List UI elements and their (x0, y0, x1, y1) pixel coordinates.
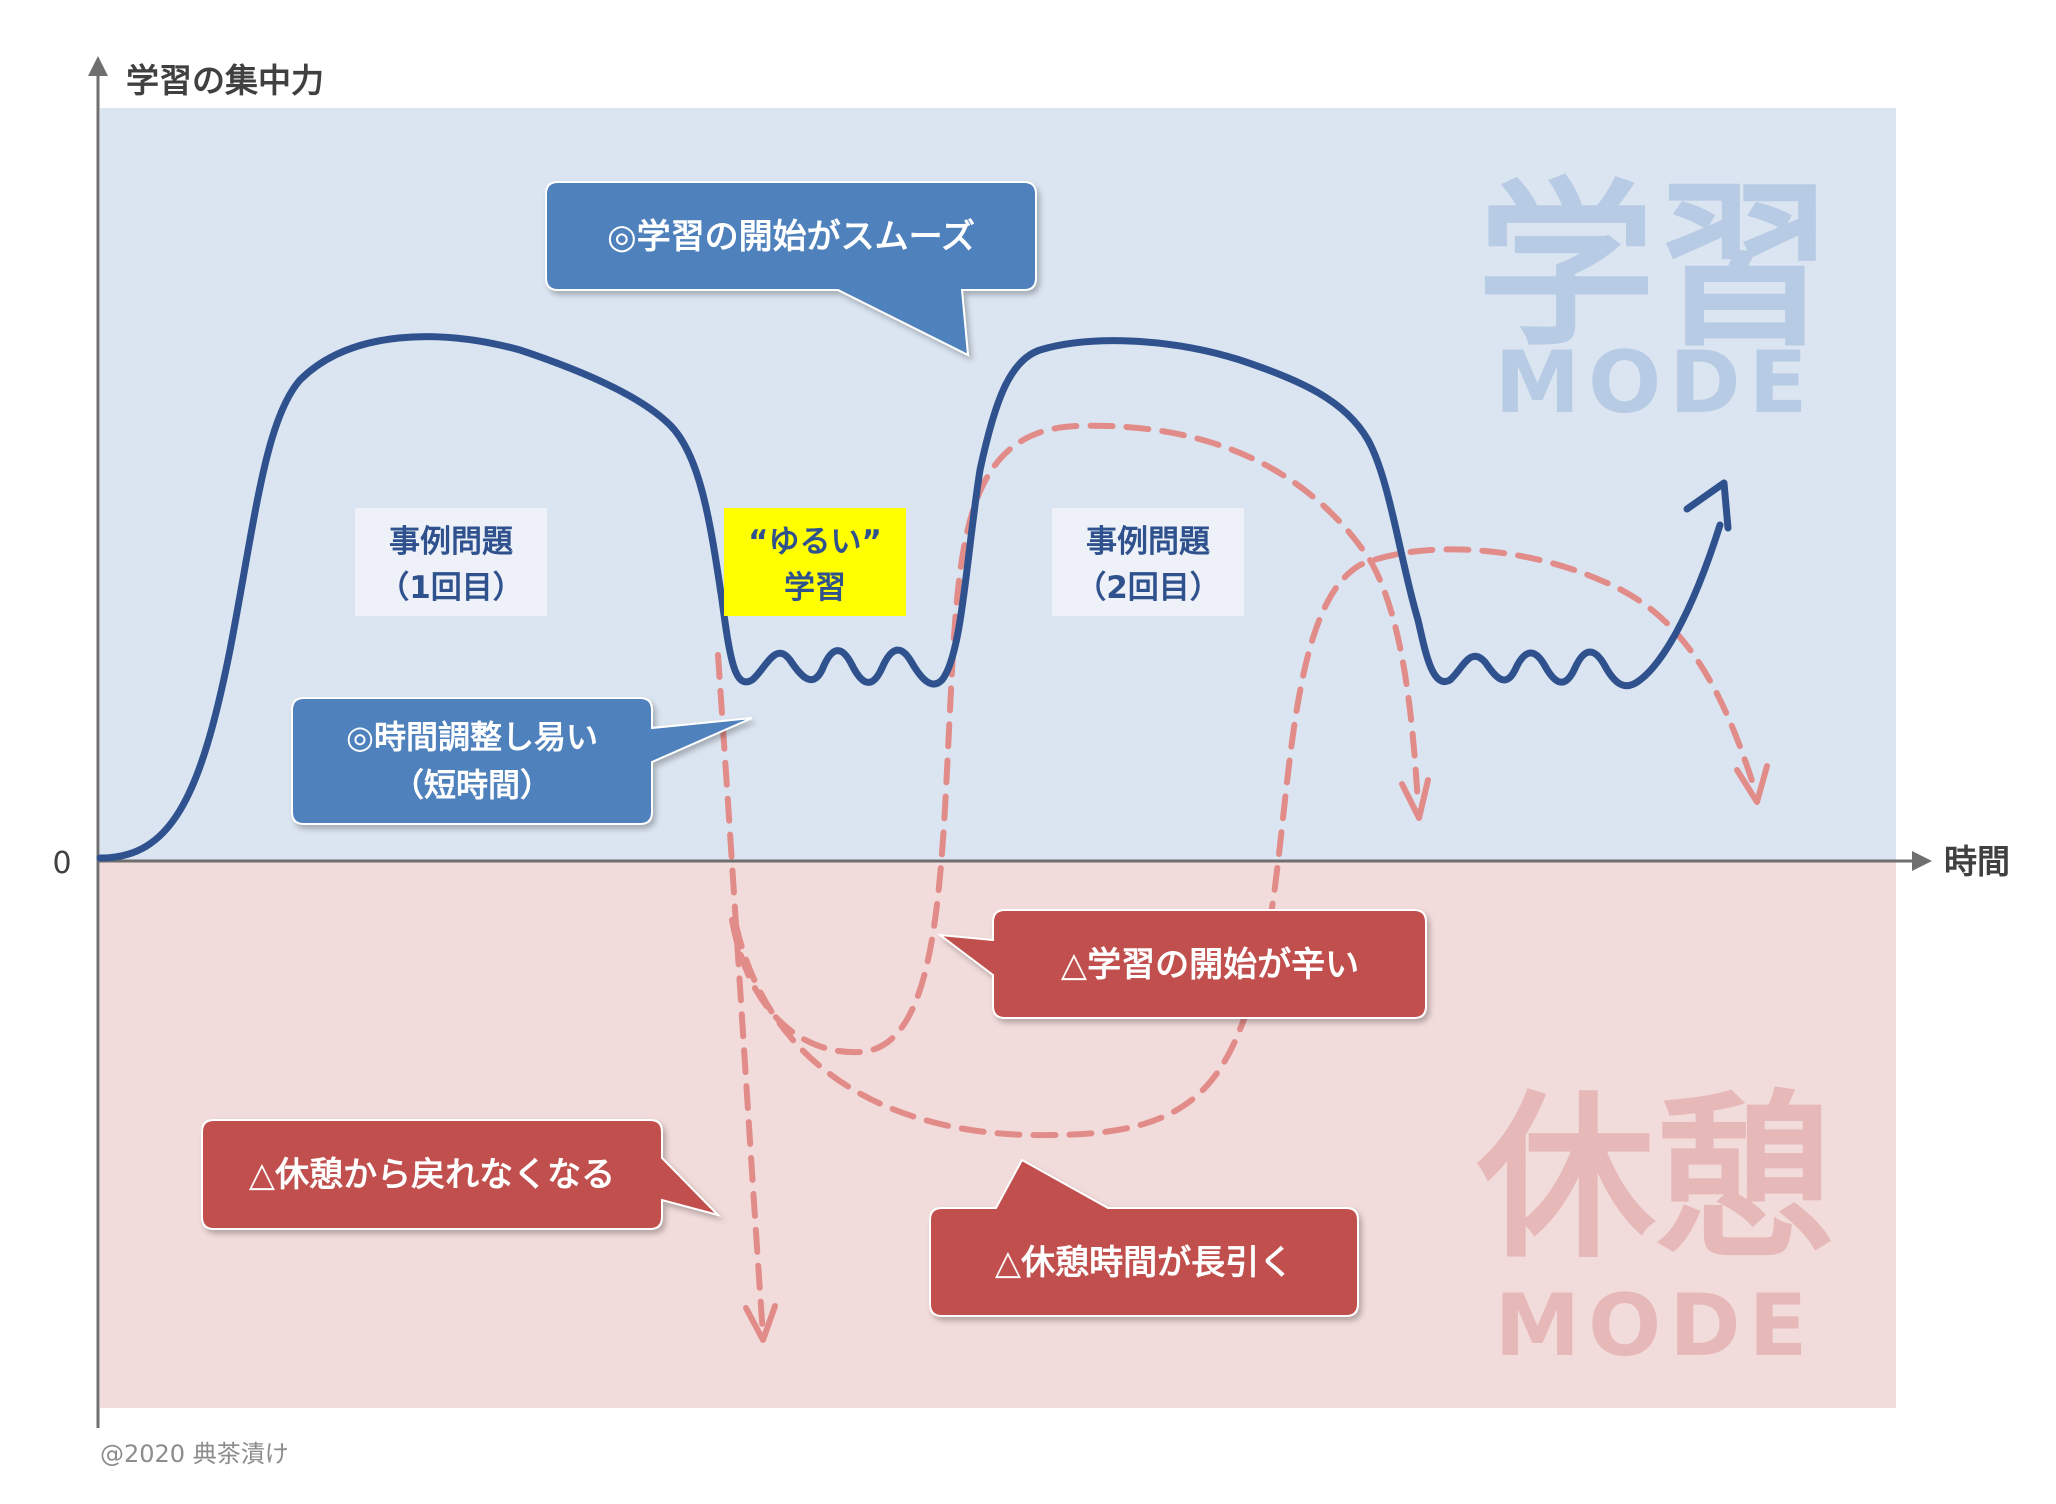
arrowhead-down-3 (1734, 763, 1770, 805)
segment-second-line1: 事例問題 (1086, 524, 1210, 560)
callout-adjust-time (291, 697, 753, 825)
segment-loose-line1: “ゆるい” (748, 524, 882, 560)
segment-first-line1: 事例問題 (389, 524, 513, 560)
rest-zone-title: 休憩 (1476, 1075, 1833, 1282)
arrowhead-down-1 (743, 1303, 778, 1343)
callout-smooth-start (545, 181, 1037, 357)
callout-cant-return-text: △休憩から戻れなくなる (249, 1155, 615, 1195)
segment-loose-line2: 学習 (784, 570, 846, 606)
callout-smooth-start-bubble (545, 181, 1037, 357)
red-arrowheads (743, 763, 1770, 1343)
callout-adjust-time-line1: ◎時間調整し易い (346, 718, 598, 756)
focus-curve-arrowhead (1683, 479, 1732, 532)
arrowhead-down-2 (1399, 777, 1431, 821)
callout-hard-start (936, 909, 1427, 1019)
callout-cant-return-bubble (201, 1119, 722, 1230)
focus-curve (96, 333, 1724, 862)
origin-label: 0 (52, 846, 71, 881)
segment-loose-box (724, 508, 906, 616)
callout-cant-return (201, 1119, 722, 1230)
dashed-path-long-break (733, 546, 1758, 1139)
callout-smooth-start-text: ◎学習の開始がスムーズ (607, 217, 975, 257)
copyright-footer: @2020 典茶漬け (100, 1440, 289, 1468)
y-axis-arrowhead (88, 56, 108, 76)
callout-adjust-time-line2: （短時間） (392, 766, 552, 804)
segment-second-box (1052, 508, 1244, 616)
dashed-path-cant-return (715, 652, 766, 1338)
segment-second-line2: （2回目） (1075, 570, 1221, 606)
callout-adjust-time-bubble (291, 697, 753, 825)
x-axis-arrowhead (1912, 851, 1932, 871)
study-zone-subtitle: MODE (1495, 333, 1816, 433)
rest-zone-subtitle: MODE (1495, 1276, 1816, 1376)
x-axis-label: 時間 (1944, 842, 2010, 881)
callout-long-break (929, 1158, 1359, 1317)
y-axis-label: 学習の集中力 (126, 61, 324, 100)
callout-long-break-bubble (929, 1158, 1359, 1317)
callout-hard-start-text: △学習の開始が辛い (1061, 945, 1359, 985)
segment-first-box (355, 508, 547, 616)
callout-long-break-text: △休憩時間が長引く (995, 1243, 1293, 1283)
study-zone-title: 学習 (1477, 163, 1833, 370)
callout-hard-start-bubble (936, 909, 1427, 1019)
segment-first-line2: （1回目） (378, 570, 524, 606)
